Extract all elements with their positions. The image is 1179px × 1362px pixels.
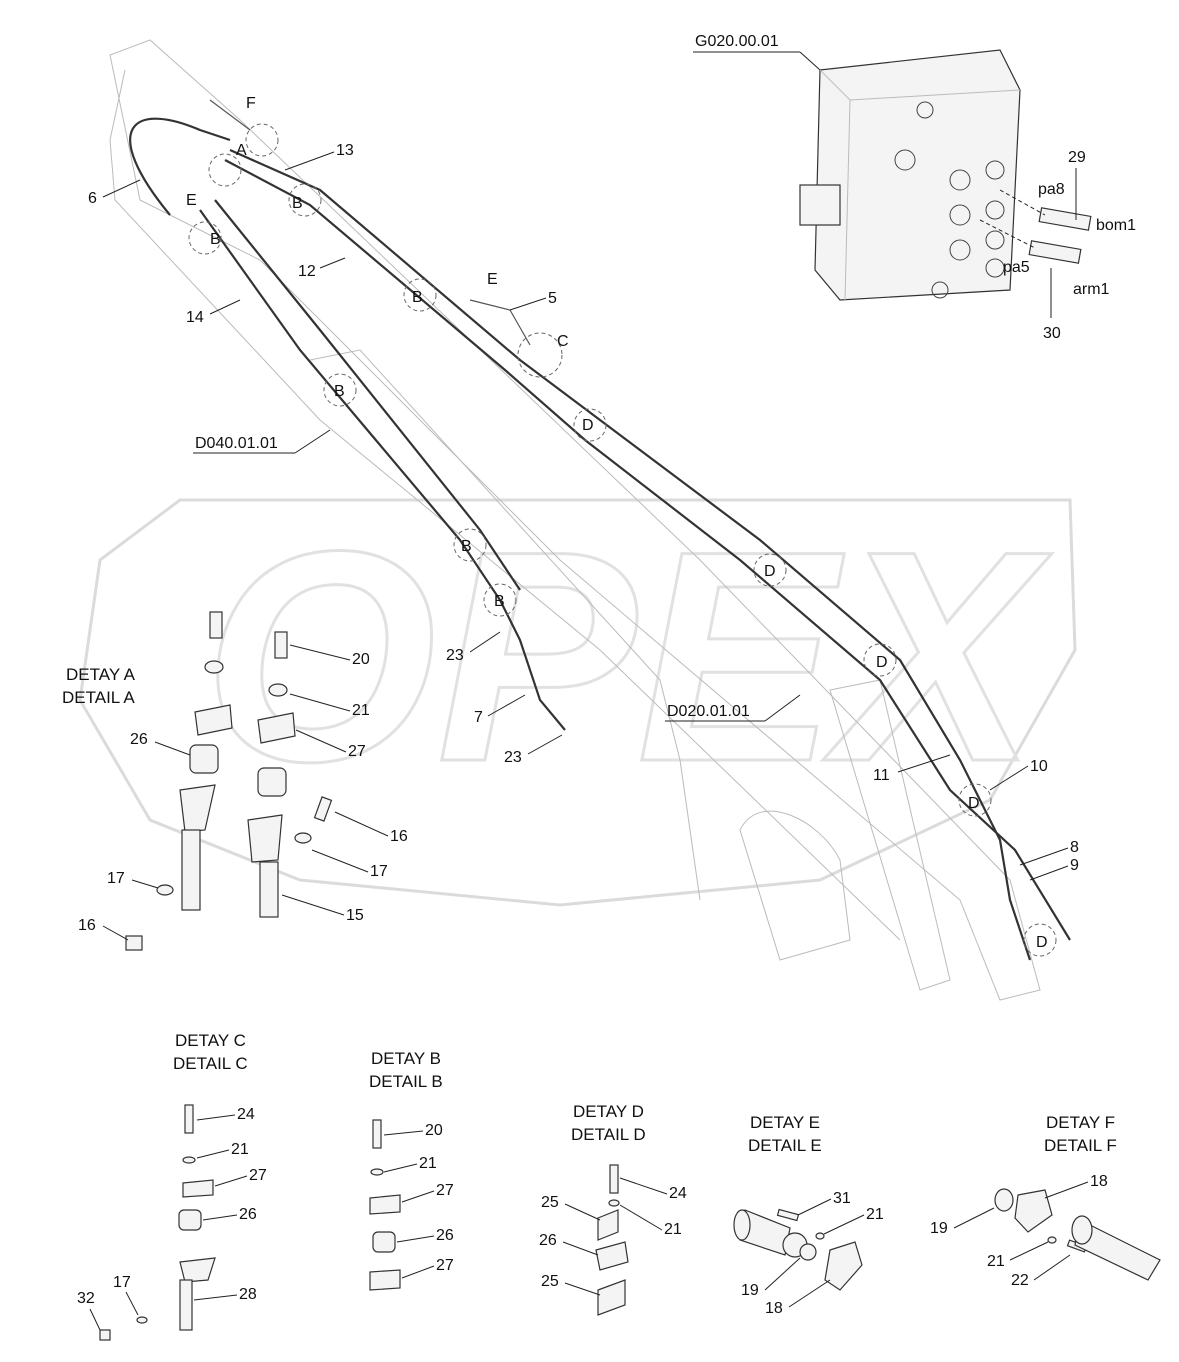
detail-b-callout-27: 27	[436, 1257, 454, 1274]
clamp-letter-b: B	[210, 231, 221, 248]
detail-e-callout-19: 19	[741, 1282, 759, 1299]
clamp-letter-b: B	[334, 383, 345, 400]
clamp-letter-b: B	[292, 195, 303, 212]
ref-arm: D020.01.01	[667, 703, 750, 720]
detail-f-callout-22: 22	[1011, 1272, 1029, 1289]
callout-8: 8	[1070, 839, 1079, 856]
detail-a-callout-17: 17	[107, 870, 125, 887]
detail-c: DETAY C DETAIL C 24 21 27 26 28 17 32	[77, 1031, 267, 1341]
detail-f-subtitle: DETAIL F	[1044, 1136, 1117, 1155]
detail-a-subtitle: DETAIL A	[62, 688, 135, 707]
clamp-letter-e: E	[186, 192, 197, 209]
clamp-letter-d: D	[876, 654, 888, 671]
watermark-text: OPEX	[203, 488, 1052, 824]
detail-b: DETAY B DETAIL B 20 21 27 26 27	[369, 1049, 454, 1291]
callout-23: 23	[504, 749, 522, 766]
clamp-letter-f: F	[246, 95, 256, 112]
detail-b-callout-20: 20	[425, 1122, 443, 1139]
detail-c-callout-21: 21	[231, 1141, 249, 1158]
detail-a-callout-21: 21	[352, 702, 370, 719]
callout-12: 12	[298, 263, 316, 280]
detail-a: DETAY A DETAIL A 20 21 26 27 16 17 17 16	[62, 611, 408, 951]
detail-e-subtitle: DETAIL E	[748, 1136, 822, 1155]
ref-valve-block: G020.00.01	[695, 33, 779, 50]
clamp-letter-d: D	[764, 563, 776, 580]
ref-boom: D040.01.01	[195, 435, 278, 452]
detail-d-callout-26: 26	[539, 1232, 557, 1249]
detail-a-callout-16: 16	[390, 828, 408, 845]
detail-d-callout-25: 25	[541, 1194, 559, 1211]
callout-11: 11	[873, 767, 890, 784]
callout-23: 23	[446, 647, 464, 664]
detail-c-callout-17: 17	[113, 1274, 131, 1291]
callout-9: 9	[1070, 857, 1079, 874]
detail-a-callout-15: 15	[346, 907, 364, 924]
detail-c-title: DETAY C	[175, 1031, 246, 1050]
detail-a-callout-20: 20	[352, 651, 370, 668]
detail-f-callout-19: 19	[930, 1220, 948, 1237]
detail-d-title: DETAY D	[573, 1102, 644, 1121]
main-view-labels: G020.00.01 D040.01.01 D020.01.01 29 pa8 …	[88, 33, 1136, 881]
detail-b-callout-26: 26	[436, 1227, 454, 1244]
detail-c-callout-27: 27	[249, 1167, 267, 1184]
detail-d-callout-21: 21	[664, 1221, 682, 1238]
detail-f-callout-21: 21	[987, 1253, 1005, 1270]
detail-e-title: DETAY E	[750, 1113, 820, 1132]
callout-5: 5	[548, 290, 557, 307]
clamp-letter-b: B	[461, 538, 472, 555]
port-bom1: bom1	[1096, 217, 1136, 234]
clamp-letter-a: A	[236, 142, 247, 159]
callout-6: 6	[88, 190, 97, 207]
detail-a-title: DETAY A	[66, 665, 136, 684]
detail-c-callout-32: 32	[77, 1290, 95, 1307]
clamp-letter-d: D	[968, 795, 980, 812]
detail-c-subtitle: DETAIL C	[173, 1054, 248, 1073]
detail-b-subtitle: DETAIL B	[369, 1072, 443, 1091]
callout-13: 13	[336, 142, 354, 159]
detail-d: DETAY D DETAIL D 24 21 25 26 25	[539, 1102, 687, 1316]
detail-c-callout-26: 26	[239, 1206, 257, 1223]
clamp-letter-b: B	[494, 593, 505, 610]
watermark: OPEX	[78, 487, 1077, 907]
control-valve-block	[799, 49, 1092, 301]
port-pa5: pa5	[1003, 259, 1030, 276]
detail-c-callout-24: 24	[237, 1106, 255, 1123]
boom-outline	[109, 39, 1041, 1001]
detail-a-callout-17: 17	[370, 863, 388, 880]
detail-a-callout-26: 26	[130, 731, 148, 748]
clamp-letters: F A E B B E B C B D B B D D D D	[186, 95, 1048, 951]
callout-7: 7	[474, 709, 483, 726]
clamp-letter-e: E	[487, 271, 498, 288]
clamp-letter-d: D	[1036, 934, 1048, 951]
detail-b-callout-27: 27	[436, 1182, 454, 1199]
clamp-letter-c: C	[557, 333, 569, 350]
detail-e-callout-31: 31	[833, 1190, 851, 1207]
port-arm1: arm1	[1073, 281, 1110, 298]
detail-a-callout-16: 16	[78, 917, 96, 934]
callout-14: 14	[186, 309, 204, 326]
port-pa8: pa8	[1038, 181, 1065, 198]
detail-b-callout-21: 21	[419, 1155, 437, 1172]
hose-lines	[129, 99, 1071, 961]
detail-d-subtitle: DETAIL D	[571, 1125, 646, 1144]
detail-e-callout-21: 21	[866, 1206, 884, 1223]
detail-e: DETAY E DETAIL E 31 21 19 18	[733, 1113, 884, 1317]
clamp-letter-d: D	[582, 417, 594, 434]
detail-f-title: DETAY F	[1046, 1113, 1115, 1132]
clamp-markers	[188, 123, 1057, 957]
callout-10: 10	[1030, 758, 1048, 775]
callout-29: 29	[1068, 149, 1086, 166]
detail-d-callout-24: 24	[669, 1185, 687, 1202]
detail-e-callout-18: 18	[765, 1300, 783, 1317]
detail-d-callout-25: 25	[541, 1273, 559, 1290]
detail-f: DETAY F DETAIL F 18 19 21 22	[930, 1113, 1161, 1289]
callout-30: 30	[1043, 325, 1061, 342]
detail-c-callout-28: 28	[239, 1286, 257, 1303]
clamp-letter-b: B	[412, 289, 423, 306]
detail-a-callout-27: 27	[348, 743, 366, 760]
detail-f-callout-18: 18	[1090, 1173, 1108, 1190]
detail-b-title: DETAY B	[371, 1049, 441, 1068]
